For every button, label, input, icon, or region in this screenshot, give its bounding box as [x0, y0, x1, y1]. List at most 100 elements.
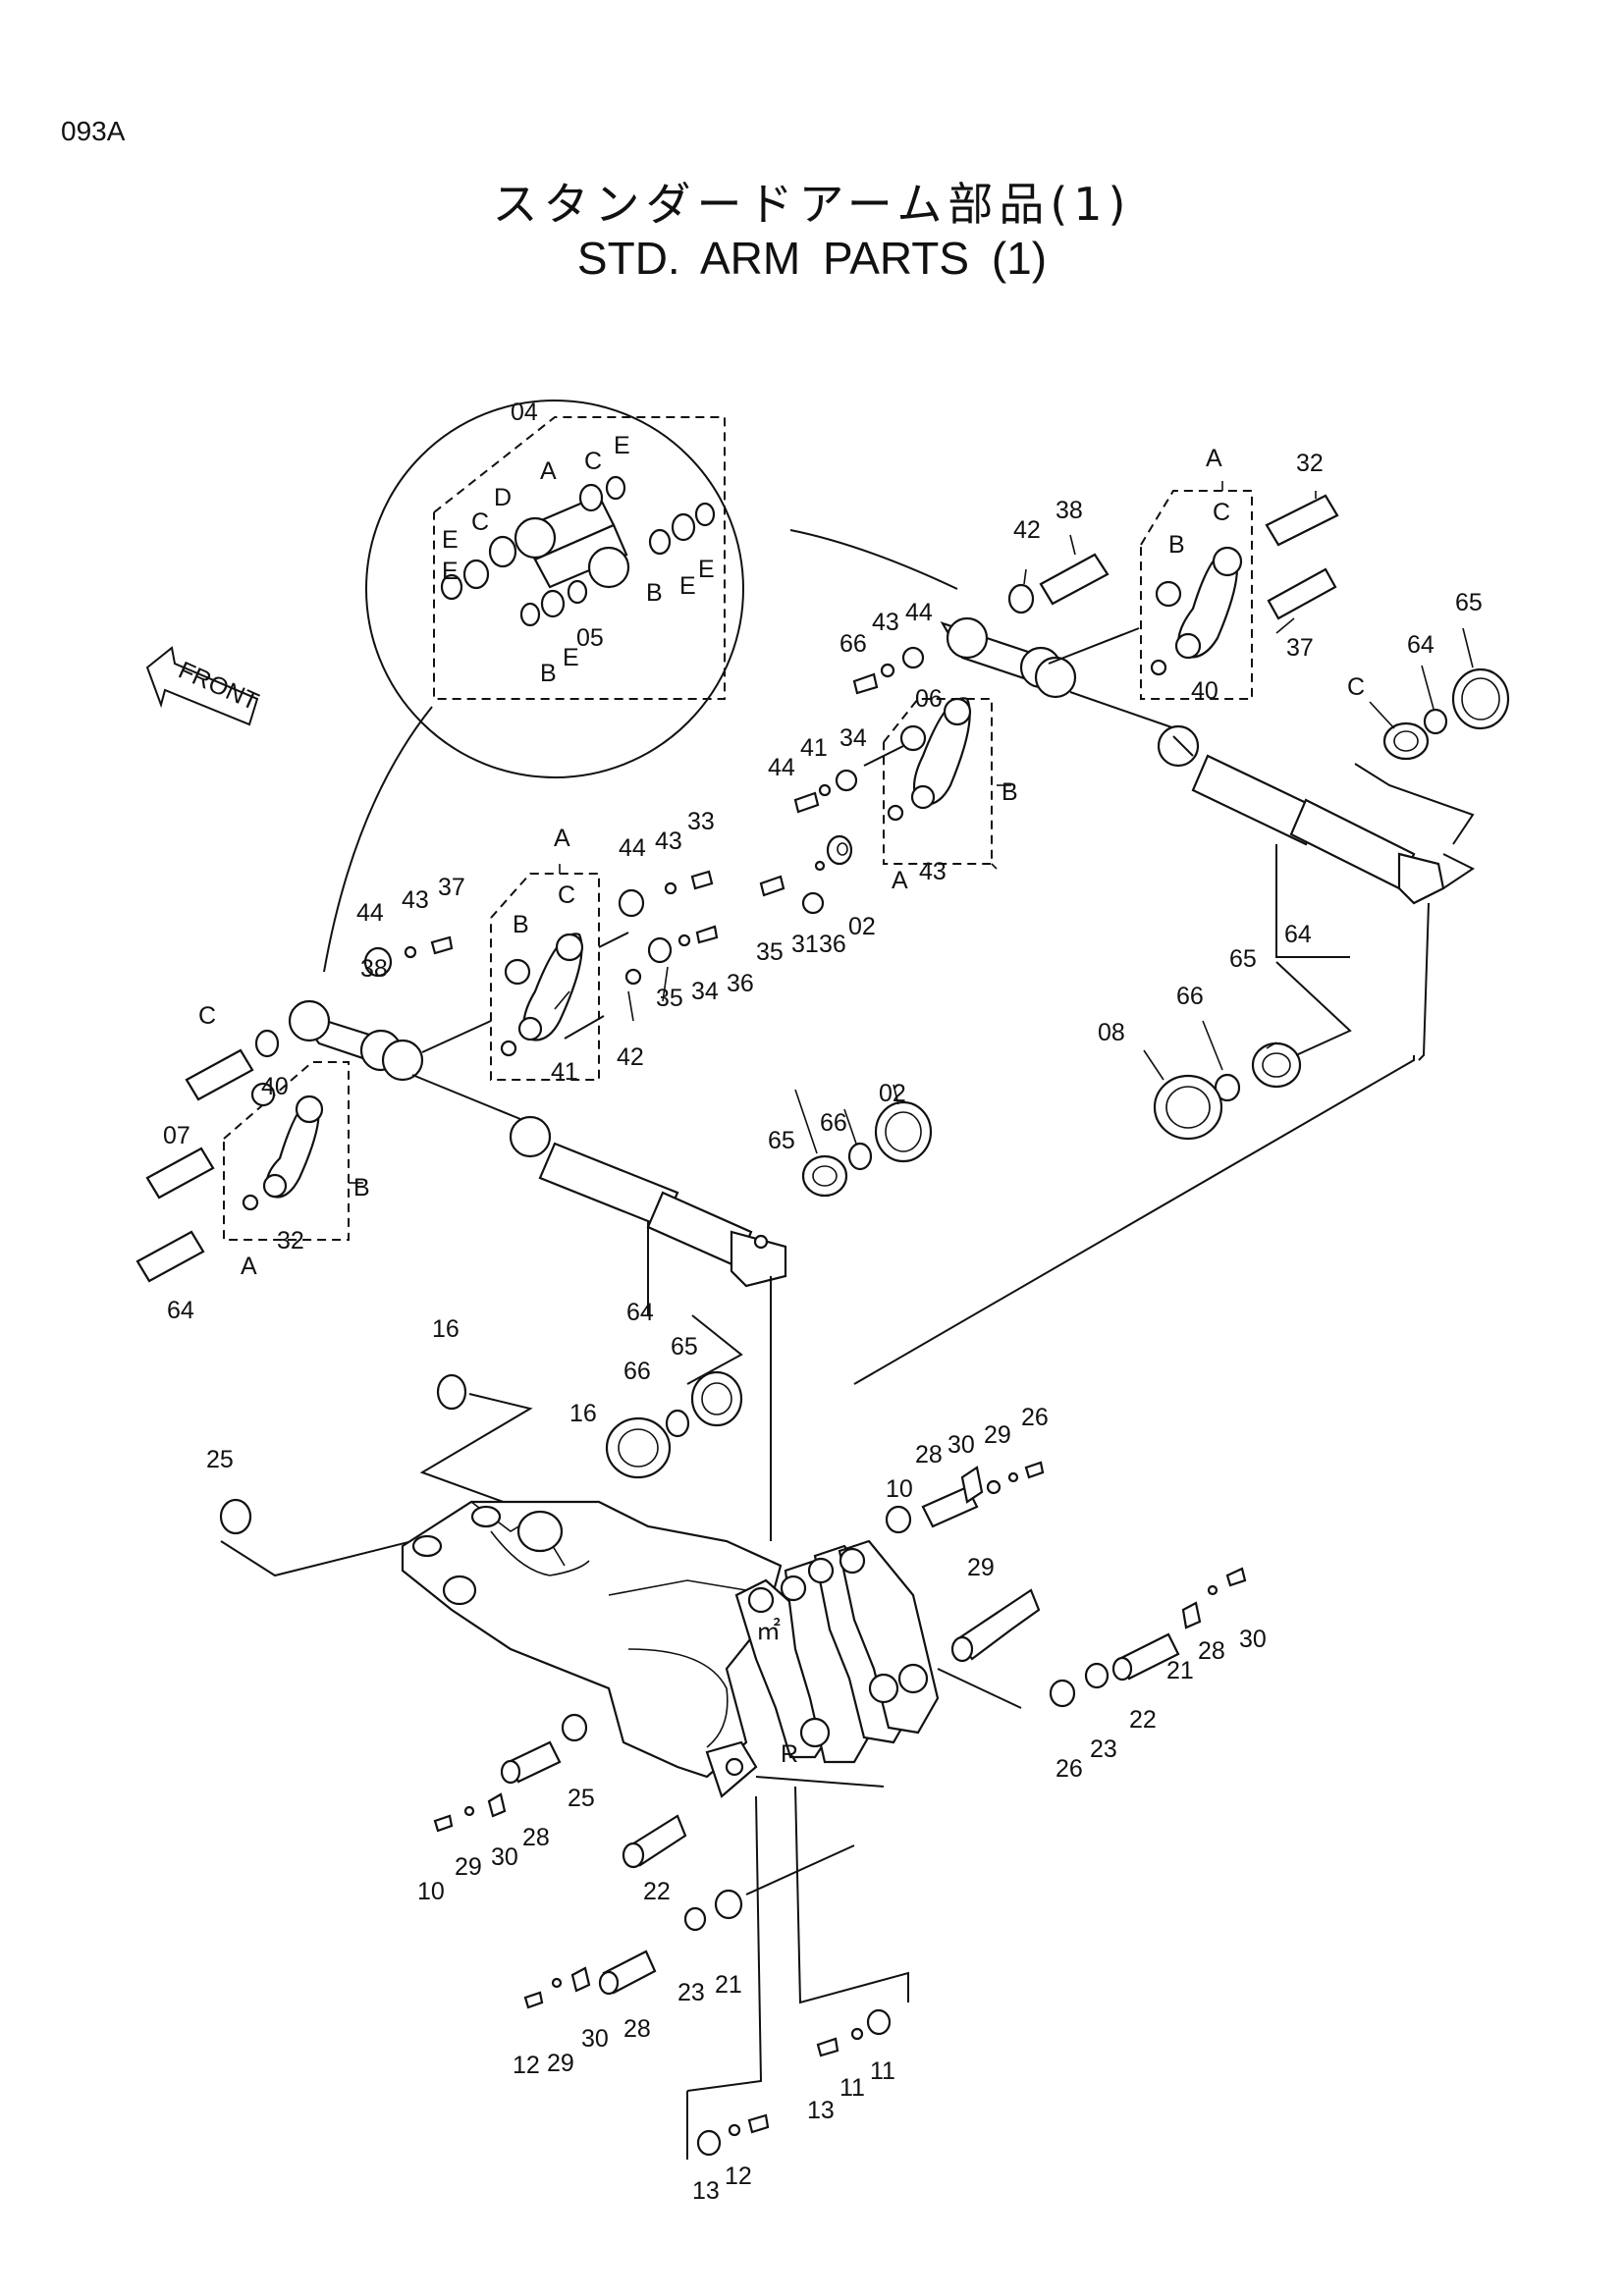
- pin-group-right-low: [1049, 1567, 1247, 1708]
- label-40-left: 40: [261, 1073, 289, 1100]
- label-65-right-mid: 65: [1229, 945, 1257, 973]
- label-32-right: 32: [1296, 450, 1324, 477]
- bolt-group-11-right: [686, 1786, 909, 2092]
- label-37-right: 37: [1286, 634, 1314, 662]
- label-44-left-b: 44: [356, 899, 384, 927]
- label-38-left: 38: [360, 955, 388, 983]
- title-japanese: スタンダードアーム部品(1): [492, 178, 1132, 231]
- label-25-right: 25: [206, 1446, 234, 1473]
- title-english: STD. ARM PARTS (1): [576, 233, 1048, 284]
- label-13-right: 13: [807, 2097, 835, 2124]
- label-10-right: 10: [886, 1475, 913, 1503]
- label-35-left: 35: [656, 985, 683, 1012]
- label-11-right: 11: [839, 2074, 865, 2102]
- link-left-upper: [185, 935, 521, 1120]
- label-44-right: 44: [905, 599, 933, 626]
- link-assembly-08: [490, 870, 719, 1081]
- label-10-left: 10: [417, 1878, 445, 1905]
- label-E-detail-6: E: [563, 644, 579, 671]
- label-A-07: A: [241, 1253, 257, 1280]
- label-16-upper: 16: [569, 1400, 597, 1427]
- detail-circle-04: [365, 400, 744, 778]
- label-40-right: 40: [1191, 677, 1218, 705]
- label-A-06: A: [892, 867, 908, 894]
- label-A-detail: A: [540, 457, 557, 485]
- label-16-lower: 16: [432, 1315, 460, 1343]
- label-28-right-top: 28: [915, 1441, 943, 1468]
- svg-text:㎡: ㎡: [756, 1618, 781, 1645]
- label-66-right-mid: 66: [1176, 983, 1204, 1010]
- label-43-right: 43: [872, 609, 899, 636]
- pin-10-right: [950, 1588, 1041, 1663]
- label-66-right-top: 66: [839, 630, 867, 658]
- label-42-right: 42: [1013, 516, 1041, 544]
- label-07: 07: [163, 1122, 190, 1149]
- label-C-detail-2: C: [471, 508, 489, 536]
- label-30-left-top: 30: [491, 1843, 518, 1871]
- label-23-left: 23: [677, 1979, 705, 2006]
- label-C-07: C: [198, 1002, 216, 1030]
- label-23-right: 23: [1090, 1735, 1117, 1763]
- label-E-detail-5: E: [698, 556, 715, 583]
- label-44-left-a: 44: [619, 834, 646, 862]
- page-code: 093A: [61, 116, 126, 146]
- label-26-left: 26: [1056, 1755, 1083, 1783]
- label-35-mid: 35: [756, 938, 784, 966]
- link-assembly-07: [135, 1061, 350, 1283]
- label-26-right: 26: [1021, 1404, 1049, 1431]
- label-64-lower: 64: [626, 1299, 654, 1326]
- label-B-06: B: [1001, 778, 1018, 806]
- seals-lower: [605, 1314, 743, 1479]
- label-66-lower: 66: [623, 1358, 651, 1385]
- label-31: 31: [791, 931, 819, 958]
- label-E-detail-2: E: [442, 526, 459, 554]
- pin-10-left: [622, 1814, 687, 1869]
- label-02-right: 02: [848, 913, 876, 940]
- detail-leader-right: [789, 529, 958, 590]
- bolt-group-11-left: [686, 2091, 770, 2160]
- label-36-left: 36: [727, 970, 754, 997]
- label-04-detail: 04: [511, 399, 538, 426]
- label-C-08: C: [558, 881, 575, 909]
- label-37-left: 37: [438, 874, 465, 901]
- label-B-07: B: [353, 1174, 370, 1201]
- label-43-left-b: 43: [402, 886, 429, 914]
- label-C-06: C: [1347, 673, 1365, 701]
- label-E-detail-1: E: [614, 432, 630, 459]
- pin-group-right-top: [885, 1461, 1045, 1534]
- label-02-left: 02: [879, 1080, 906, 1107]
- front-arrow: FRONT: [145, 646, 263, 726]
- label-44-mid: 44: [768, 754, 795, 781]
- label-41-left: 41: [551, 1058, 578, 1086]
- label-41-mid: 41: [800, 734, 828, 762]
- label-43-mid: 43: [919, 858, 947, 885]
- label-21-left: 21: [715, 1971, 742, 1999]
- label-30-right-low: 30: [1239, 1626, 1267, 1653]
- label-30-right-top: 30: [947, 1431, 975, 1459]
- label-D-detail: D: [494, 484, 512, 511]
- label-B-detail-2: B: [540, 660, 557, 687]
- label-29-right-top: 29: [984, 1421, 1011, 1449]
- label-28-right-low: 28: [1198, 1637, 1225, 1665]
- pin-group-left-top: [433, 1713, 588, 1833]
- label-28-left-top: 28: [522, 1824, 550, 1851]
- label-32-left: 32: [277, 1227, 304, 1255]
- label-11-left: 11: [870, 2057, 895, 2085]
- label-A-08: A: [554, 825, 570, 852]
- label-12-left: 12: [725, 2163, 752, 2190]
- link-assembly-06: [759, 697, 993, 915]
- label-21-right: 21: [1166, 1657, 1194, 1684]
- label-36-mid: 36: [819, 931, 846, 958]
- label-E-detail-4: E: [679, 572, 696, 600]
- label-29-left-top: 29: [455, 1853, 482, 1881]
- label-22-left: 22: [643, 1878, 671, 1905]
- label-22-right: 22: [1129, 1706, 1157, 1734]
- label-64-right-top: 64: [1407, 631, 1435, 659]
- label-A-05: A: [1206, 445, 1222, 472]
- label-66-center: 66: [820, 1109, 847, 1137]
- label-B-detail-1: B: [646, 579, 663, 607]
- label-13-left: 13: [692, 2177, 720, 2205]
- label-65-right-top: 65: [1455, 589, 1483, 616]
